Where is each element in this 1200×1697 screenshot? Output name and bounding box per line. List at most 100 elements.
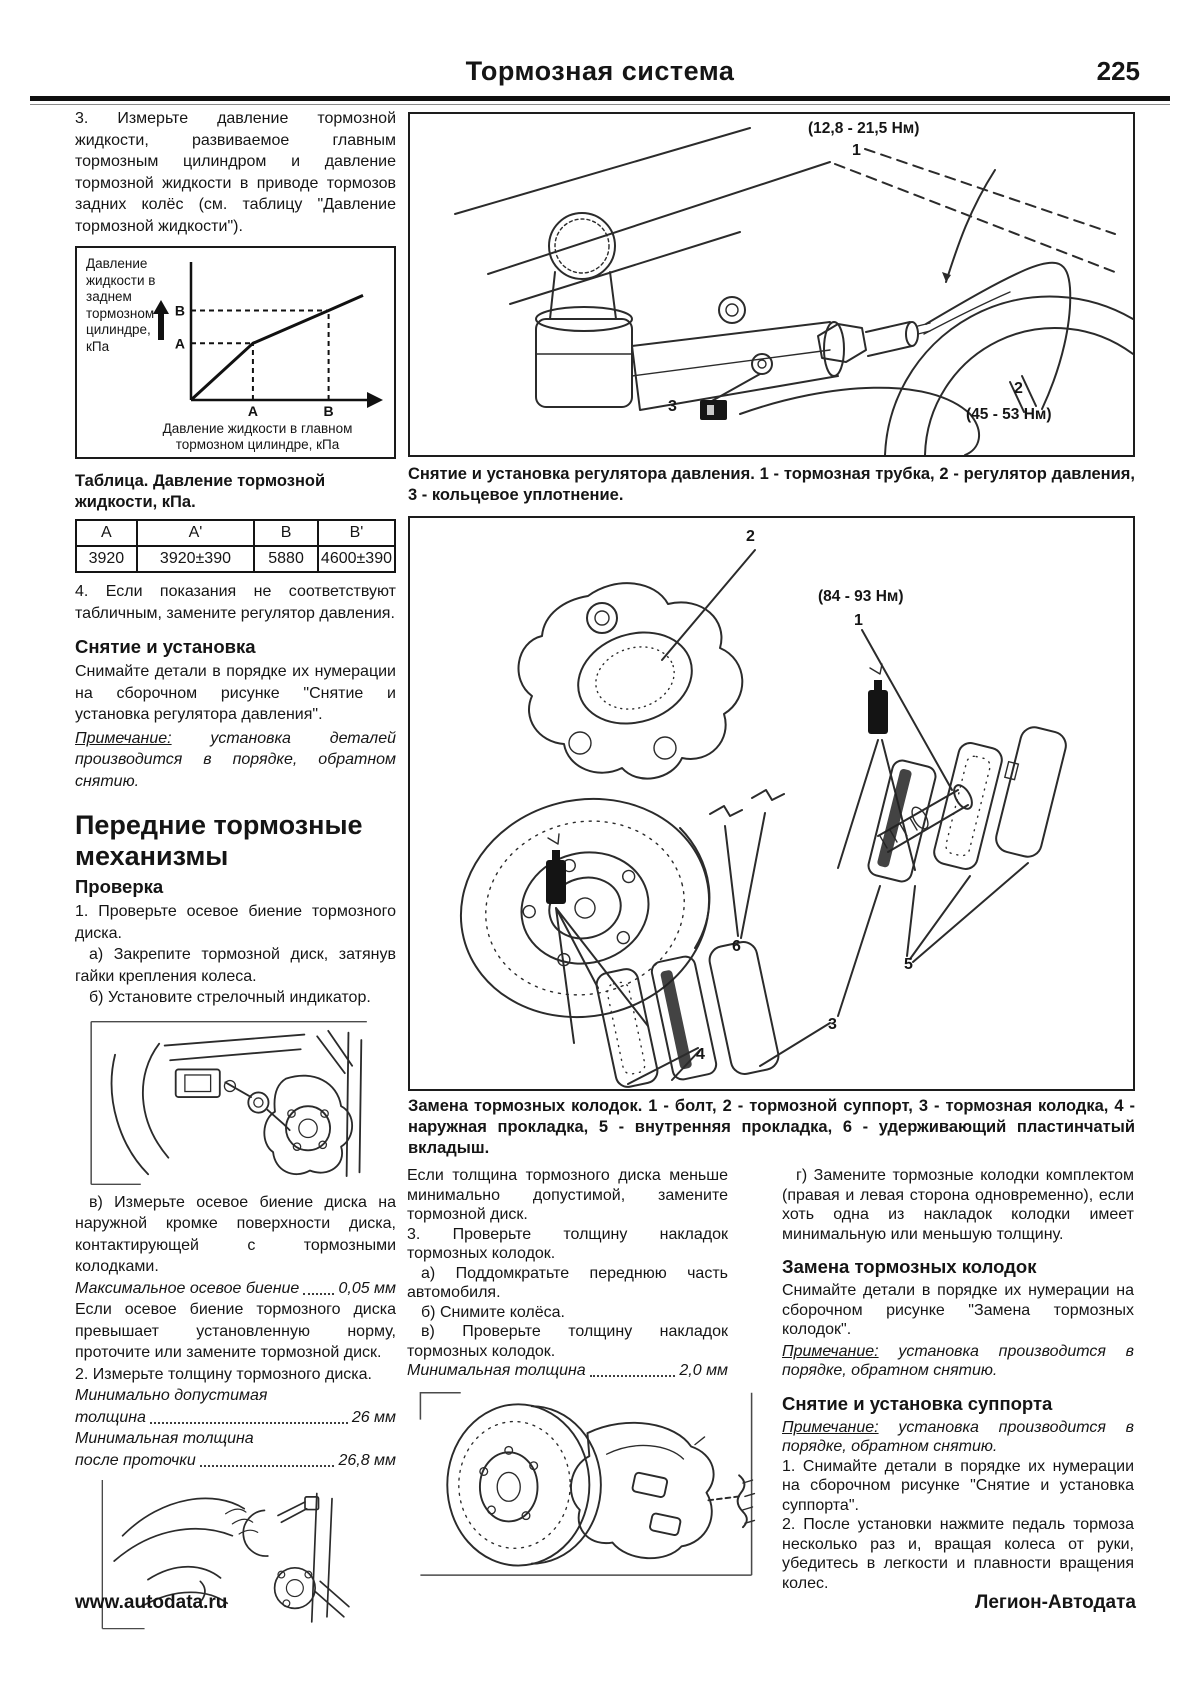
spec-after-label: Минимальная толщина: [75, 1430, 254, 1447]
heading-check: Проверка: [75, 876, 164, 897]
svg-text:A: A: [175, 335, 185, 351]
table-header-cell: A: [75, 519, 138, 547]
part-label-3: 3: [828, 1016, 837, 1033]
spec-max-runout: Максимальное осевое биение 0,05 мм: [75, 1278, 396, 1300]
figure-caption: Замена тормозных колодок. 1 - болт, 2 - …: [408, 1097, 1135, 1157]
torque-note: (84 - 93 Нм): [818, 588, 904, 605]
grease-bottle-icon: [546, 860, 566, 904]
header-rule: [30, 96, 1170, 101]
paragraph-3c: в) Проверьте толщину накладок тормозных …: [407, 1323, 728, 1360]
y-axis-up-arrow-icon: [153, 300, 169, 340]
heading-pad-replacement: Замена тормозных колодок: [782, 1256, 1037, 1277]
table-title: Таблица. Давление тормозной жидкости, кП…: [75, 472, 326, 511]
paragraph-check1c: в) Измерьте осевое биение диска на наруж…: [75, 1193, 396, 1276]
paragraph-replace: Снимайте детали в порядке их нумерации н…: [782, 1282, 1134, 1338]
bottom-middle-column: Если толщина тормозного диска меньше мин…: [407, 1166, 728, 1381]
figure-disc-caliper: [407, 1387, 765, 1579]
note-text: установка производится в порядке, обратн…: [782, 1418, 1134, 1456]
part-label-1: 1: [852, 142, 861, 159]
paragraph-check1b: б) Установите стрелочный индикатор.: [89, 989, 371, 1006]
svg-text:B: B: [324, 403, 334, 419]
table-cell: 4600±390: [316, 545, 397, 573]
note-removal: Примечание: установка деталей производит…: [75, 728, 396, 793]
svg-text:B: B: [175, 303, 185, 319]
page-number: 225: [1096, 56, 1140, 86]
grease-bottle-icon: [868, 690, 888, 734]
paragraph-disc: Если толщина тормозного диска меньше мин…: [407, 1167, 728, 1223]
note-label: Примечание:: [782, 1418, 879, 1436]
note-replacement: Примечание: установка производится в пор…: [782, 1342, 1134, 1381]
table-row: 3920 3920±390 5880 4600±390: [75, 545, 397, 573]
paragraph-step3: 3. Измерьте давление тормозной жидкости,…: [75, 110, 396, 235]
figure-brake-pads: 2 (84 - 93 Нм) 1 6 5 3 4: [408, 516, 1135, 1091]
bottom-right-column: г) Замените тормозные колодки комплектом…: [782, 1166, 1134, 1593]
dot-leader: [149, 1422, 348, 1424]
part-label-6: 6: [732, 938, 741, 955]
spec-label: Минимальная толщина: [407, 1362, 586, 1379]
pressure-regulator-sketch: [454, 127, 1133, 455]
note-text: установка производится в порядке, обратн…: [782, 1342, 1134, 1380]
spec-after: после проточки 26,8 мм: [75, 1450, 396, 1472]
part-label-4: 4: [696, 1046, 705, 1063]
dial-indicator-sketch: [90, 1020, 367, 1185]
spec-pad-thickness: Минимальная толщина 2,0 мм: [407, 1361, 728, 1381]
figure-caption: Снятие и установка регулятора давления. …: [408, 465, 1135, 504]
part-label-1: 1: [854, 612, 863, 629]
header-rule-thin: [30, 104, 1170, 105]
spec-value: 26,8 мм: [338, 1451, 396, 1469]
part-label-2: 2: [1014, 380, 1023, 397]
paragraph-g: г) Замените тормозные колодки комплектом…: [782, 1167, 1134, 1243]
svg-text:A: A: [248, 403, 258, 419]
paragraph-3b: б) Снимите колёса.: [421, 1303, 565, 1321]
part-label-2: 2: [746, 528, 755, 545]
figure-dial-indicator: [75, 1018, 396, 1188]
paragraph-check2: 2. Измерьте толщину тормозного диска.: [75, 1365, 372, 1383]
spec-value: 2,0 мм: [679, 1362, 728, 1379]
part-label-5: 5: [904, 956, 913, 973]
table-header-cell: B': [316, 519, 397, 547]
torque-note: (12,8 - 21,5 Нм): [808, 120, 920, 137]
note-caliper: Примечание: установка производится в пор…: [782, 1418, 1134, 1457]
chart-x-axis-label: Давление жидкости в главном тормозном ци…: [162, 421, 353, 452]
chart-y-axis-label: Давление жидкости в заднем тормозном цил…: [86, 256, 156, 354]
paragraph-check1a: а) Закрепите тормозной диск, затянув гай…: [75, 946, 396, 985]
spec-value: 0,05 мм: [338, 1279, 396, 1297]
table-cell: 3920: [75, 545, 138, 573]
torque-note: (45 - 53 Нм): [966, 406, 1052, 423]
dot-leader: [199, 1465, 335, 1467]
paragraph-removal: Снимайте детали в порядке их нумерации н…: [75, 663, 396, 723]
spec-label: толщина: [75, 1408, 146, 1426]
table-header-cell: B: [253, 519, 319, 547]
note-label: Примечание:: [75, 729, 172, 747]
table-header-cell: A': [135, 519, 256, 547]
spec-label: после проточки: [75, 1451, 196, 1469]
spec-thickness-label: Минимально допустимая: [75, 1387, 268, 1404]
note-label: Примечание:: [782, 1342, 879, 1360]
paragraph-caliper-1: 1. Снимайте детали в порядке их нумераци…: [782, 1457, 1134, 1514]
footer-publisher: Легион-Автодата: [975, 1592, 1136, 1613]
heading-removal: Снятие и установка: [75, 636, 256, 657]
paragraph-caliper-2: 2. После установки нажмите педаль тормоз…: [782, 1516, 1134, 1592]
note-text: установка деталей производится в порядке…: [75, 729, 396, 790]
footer-site: www.autodata.ru: [75, 1592, 228, 1613]
spec-thickness: толщина 26 мм: [75, 1407, 396, 1429]
disc-caliper-sketch: [419, 1391, 756, 1576]
dot-leader: [303, 1293, 335, 1295]
heading-front-brakes: Передние тормозные механизмы: [75, 810, 363, 871]
pressure-table: A A' B B' 3920 3920±390 5880 4600±390: [75, 519, 397, 573]
paragraph-3: 3. Проверьте толщину накладок тормозных …: [407, 1225, 728, 1263]
paragraph-runout: Если осевое биение тормозного диска прев…: [75, 1301, 396, 1361]
paragraph-3a: а) Поддомкратьте переднюю часть автомоби…: [407, 1264, 728, 1302]
part-label-3: 3: [668, 398, 677, 415]
paragraph-check1: 1. Проверьте осевое биение тормозного ди…: [75, 903, 396, 942]
spec-value: 26 мм: [351, 1408, 396, 1426]
pressure-chart: Давление жидкости в заднем тормозном цил…: [75, 246, 396, 459]
dot-leader: [589, 1374, 676, 1377]
spec-label: Максимальное осевое биение: [75, 1279, 300, 1297]
paragraph-step4: 4. Если показания не соответствуют табли…: [75, 583, 396, 622]
table-header-row: A A' B B': [75, 519, 397, 547]
left-column: 3. Измерьте давление тормозной жидкости,…: [75, 108, 397, 1632]
figure-pressure-regulator: (12,8 - 21,5 Нм) 1 2 (45 - 53 Нм) 3: [408, 112, 1135, 457]
